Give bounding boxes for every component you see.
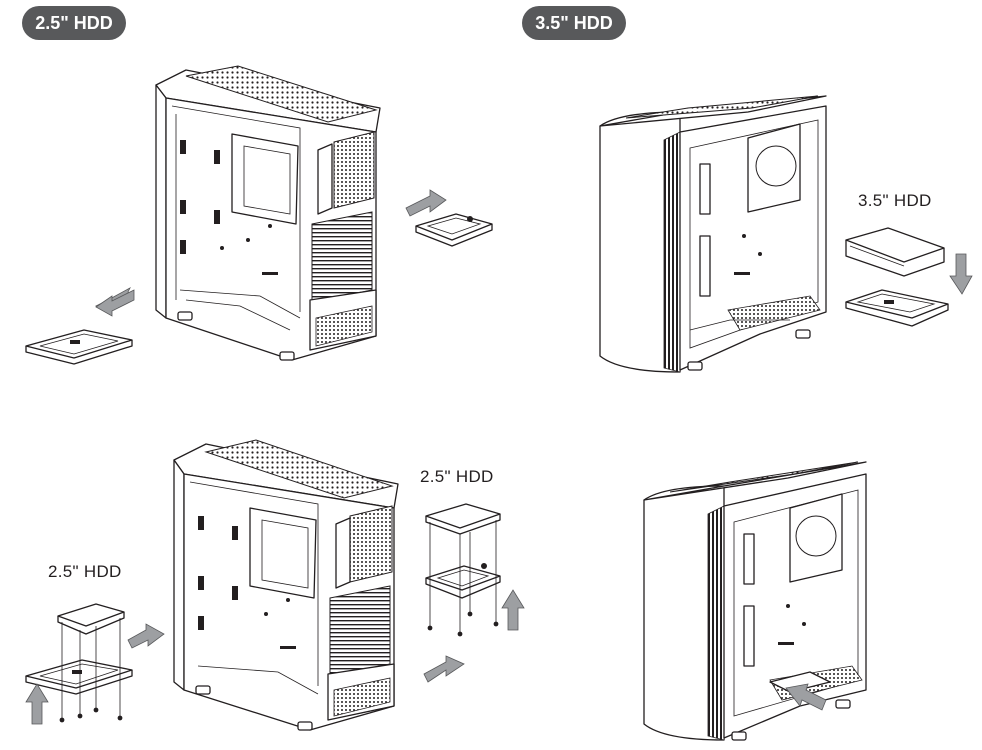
case-bottom-left <box>173 439 399 731</box>
arrow-bracket-in <box>405 189 447 217</box>
section-badge-35-hdd: 3.5" HDD <box>522 6 626 40</box>
section-badge-25-hdd: 2.5" HDD <box>22 6 126 40</box>
ssd-tray-left <box>25 329 133 365</box>
caption-25-hdd-lower: 2.5" HDD <box>48 562 122 581</box>
arrow-left-tray-out-body <box>95 289 135 317</box>
caption-25-hdd-upper: 2.5" HDD <box>420 467 494 486</box>
arrow-tray-push-in <box>785 683 827 711</box>
ssd-bracket-upper <box>425 563 501 599</box>
arrow-left-bracket-in <box>423 655 465 683</box>
screw-lines-upper <box>427 520 499 637</box>
case-top-right <box>599 95 827 373</box>
case-bottom-right <box>643 461 867 741</box>
arrow-up-lower-screws <box>25 683 49 725</box>
arrow-down-hdd <box>949 253 973 295</box>
ssd-drive-upper <box>425 503 501 535</box>
mount-bracket-top <box>415 213 493 247</box>
ssd-drive-lower <box>57 603 125 635</box>
hdd-35-drive <box>845 227 945 277</box>
arrow-up-upper-screws <box>501 589 525 631</box>
caption-35-hdd: 3.5" HDD <box>858 191 932 210</box>
ssd-tray-lower <box>25 659 133 695</box>
screw-lines-lower <box>59 618 123 723</box>
hdd-tray-right <box>845 289 949 327</box>
case-top-left <box>155 65 381 361</box>
arrow-right-tray-in <box>127 623 165 649</box>
